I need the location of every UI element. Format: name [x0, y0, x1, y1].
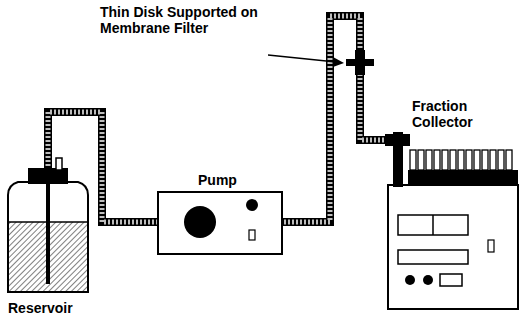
- pointer-arrow: [268, 55, 344, 67]
- fraction-collector: [385, 132, 518, 309]
- pump-body: [158, 192, 282, 254]
- membrane-filter: [346, 50, 374, 75]
- part-label: Pump: [198, 172, 278, 188]
- part-label: Reservoir: [8, 300, 108, 316]
- reservoir-bottle: [8, 158, 88, 292]
- callout-label: Thin Disk Supported on Membrane Filter: [100, 4, 270, 36]
- part-label: Fraction Collector: [412, 98, 512, 130]
